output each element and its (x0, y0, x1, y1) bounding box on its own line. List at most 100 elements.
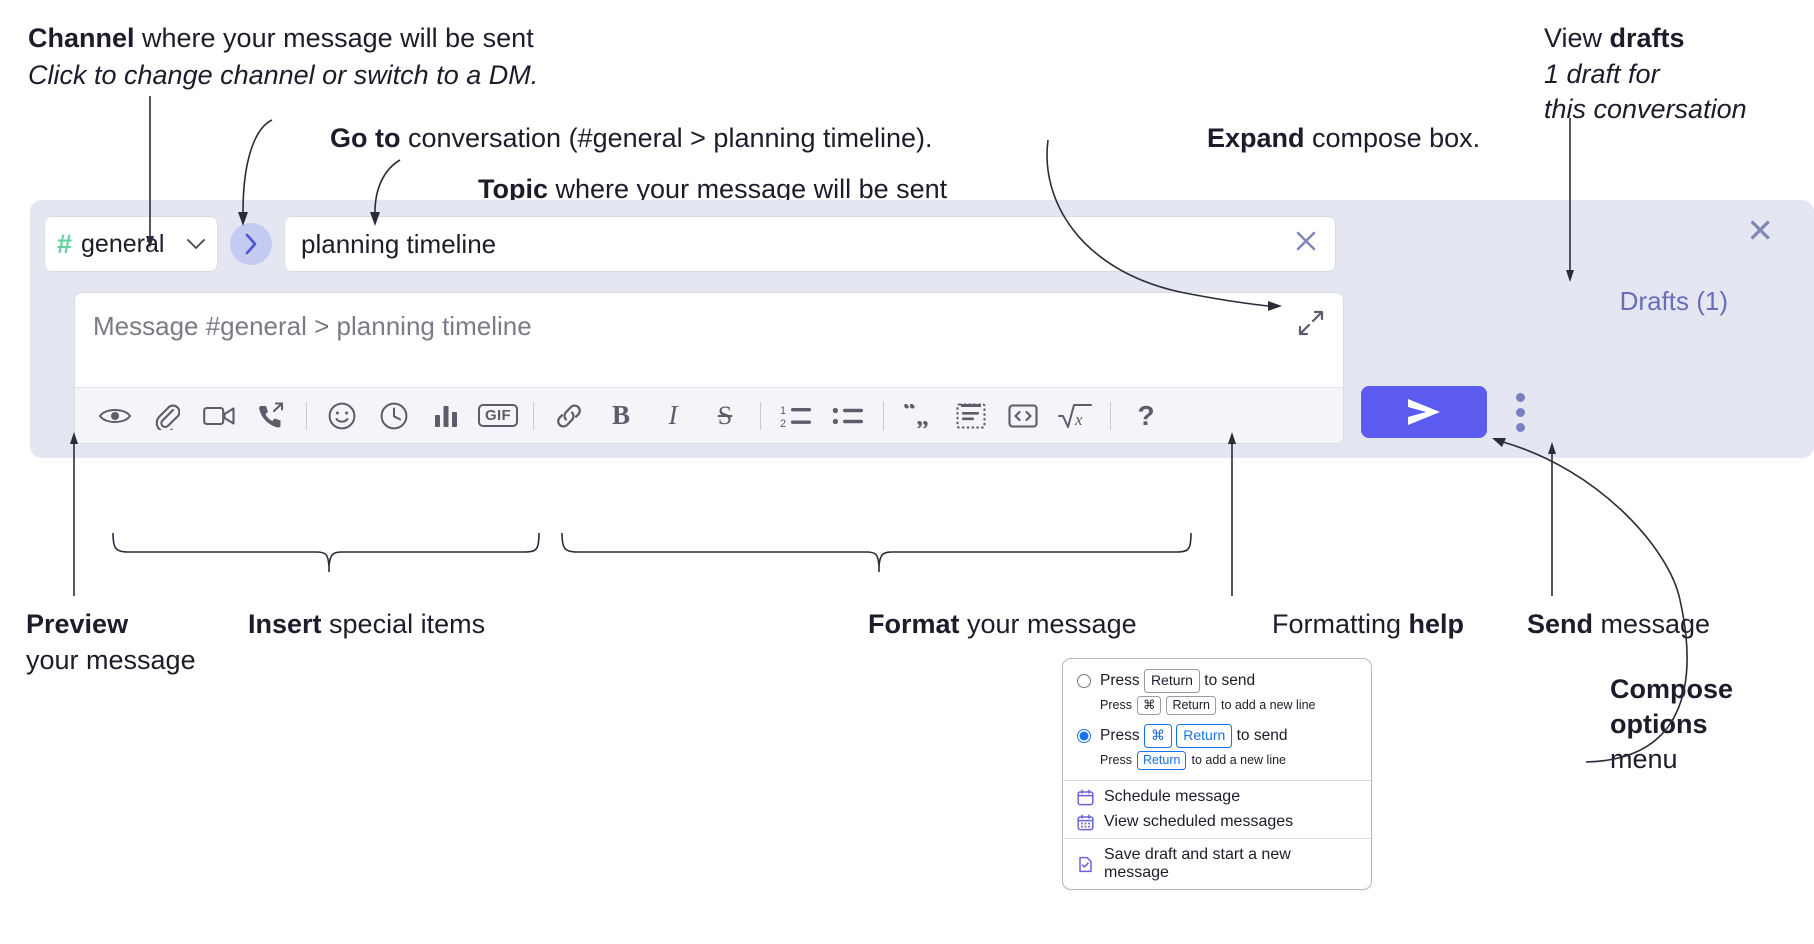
compose-header-row: # general planning timeline (44, 216, 1336, 272)
formatting-help-icon[interactable]: ? (1137, 399, 1155, 431)
emoji-icon[interactable] (316, 394, 368, 438)
divider (760, 401, 761, 430)
annotation-expand: Expand compose box. (1207, 122, 1627, 155)
gif-label: GIF (478, 404, 518, 427)
poll-icon[interactable] (420, 394, 472, 438)
expand-icon[interactable] (1297, 309, 1325, 342)
annotation-expand-rest: compose box. (1304, 123, 1481, 153)
menu-item-label: View scheduled messages (1104, 813, 1294, 831)
menu-divider (1063, 838, 1371, 840)
inline-code-icon[interactable] (997, 394, 1049, 438)
annotation-help: Formatting help (1272, 608, 1572, 641)
annotation-goto-rest: conversation (#general > planning timeli… (400, 123, 933, 153)
menu-item-view-scheduled[interactable]: View scheduled messages (1063, 813, 1371, 838)
svg-text:x: x (1074, 410, 1083, 429)
menu-item-label: Save draft and start a new message (1104, 846, 1291, 882)
annotation-goto-bold: Go to (330, 123, 401, 153)
hint-post: to add a new line (1220, 698, 1316, 713)
annotation-topic-bold: Topic (478, 174, 548, 204)
compose-options-button[interactable] (1511, 388, 1529, 436)
annotation-help-lead: Formatting (1272, 609, 1409, 639)
menu-item-label: Schedule message (1104, 788, 1241, 806)
radio-selected[interactable] (1077, 728, 1091, 743)
channel-selector[interactable]: # general (44, 216, 218, 272)
hint-post: to add a new line (1191, 753, 1286, 768)
annotation-channel-bold: Channel (28, 23, 135, 53)
bold-icon[interactable]: B (611, 400, 630, 430)
clock-icon[interactable] (368, 394, 420, 438)
svg-text:1: 1 (780, 405, 786, 417)
send-button[interactable] (1361, 386, 1487, 438)
blockquote-icon[interactable]: “„ (893, 394, 945, 438)
menu-item-schedule-message[interactable]: Schedule message (1063, 781, 1371, 813)
italic-icon[interactable]: I (668, 400, 678, 430)
divider (883, 401, 884, 430)
topic-value: planning timeline (301, 228, 497, 259)
option-cmd-pre: Press (1100, 727, 1140, 745)
chevron-right-icon (245, 233, 257, 255)
option-cmd-return-hint: Press Return to add a new line (1100, 750, 1357, 771)
annotation-send-bold: Send (1527, 609, 1594, 639)
option-cmd-post: to send (1236, 727, 1288, 745)
annotation-insert: Insert special items (248, 608, 648, 641)
go-to-conversation-button[interactable] (230, 223, 272, 265)
close-icon[interactable]: ✕ (1746, 212, 1774, 249)
send-option-cmd-return[interactable]: Press ⌘ Return to send (1077, 724, 1357, 748)
annotation-preview: Preview your message (26, 608, 256, 678)
code-block-icon[interactable] (945, 394, 997, 438)
annotation-format: Format your message (868, 608, 1268, 641)
topic-input[interactable]: planning timeline (284, 216, 1336, 272)
annotation-insert-rest: special items (321, 609, 486, 639)
svg-text:“: “ (903, 404, 916, 424)
video-icon[interactable] (193, 394, 245, 438)
huddle-icon[interactable] (245, 394, 297, 438)
bulleted-list-icon[interactable] (822, 394, 874, 438)
link-icon[interactable] (543, 394, 595, 438)
svg-text:„: „ (916, 404, 929, 428)
send-arrow-icon (1408, 399, 1440, 425)
hint-pre: Press (1100, 698, 1132, 713)
svg-text:2: 2 (780, 418, 786, 429)
attachment-icon[interactable] (141, 394, 193, 438)
message-placeholder: Message #general > planning timeline (93, 311, 532, 341)
annotation-compose-options-bold2: options (1610, 709, 1708, 740)
strikethrough-icon[interactable]: S (717, 400, 733, 430)
key-return: Return (1143, 669, 1200, 693)
chevron-down-icon (187, 234, 205, 255)
calendar-icon (1077, 789, 1094, 806)
annotation-preview-bold: Preview (26, 609, 129, 639)
annotation-drafts-bold: drafts (1609, 23, 1685, 53)
annotation-drafts-lead: View (1544, 23, 1610, 53)
dot (1515, 422, 1525, 432)
dot (1515, 392, 1525, 402)
divider (533, 401, 534, 430)
annotation-channel-sub: Click to change channel or switch to a D… (28, 60, 539, 91)
annotation-channel-rest: where your message will be sent (134, 23, 534, 53)
calendar-grid-icon (1077, 814, 1094, 831)
gif-icon[interactable]: GIF (472, 394, 524, 438)
key-return: Return (1136, 750, 1187, 771)
math-icon[interactable]: x (1049, 394, 1101, 438)
preview-icon[interactable] (89, 394, 141, 438)
clear-topic-icon[interactable] (1291, 226, 1321, 262)
radio-unselected[interactable] (1077, 673, 1091, 688)
option-cmd-return-text: Press ⌘ Return to send (1100, 724, 1287, 748)
key-cmd: ⌘ (1143, 724, 1172, 748)
message-input-area[interactable]: Message #general > planning timeline (74, 292, 1344, 444)
annotation-send-rest: message (1593, 609, 1711, 639)
menu-item-save-draft[interactable]: Save draft and start a new message (1063, 839, 1371, 889)
drafts-link[interactable]: Drafts (1) (1619, 286, 1728, 316)
annotation-send: Send message (1527, 608, 1814, 641)
annotation-compose-options-rest: menu (1610, 744, 1678, 775)
send-option-return[interactable]: Press Return to send (1077, 669, 1357, 693)
option-return-text: Press Return to send (1100, 669, 1255, 693)
divider (306, 401, 307, 430)
send-shortcut-section: Press Return to send Press ⌘ Return to a… (1063, 659, 1371, 780)
hash-icon: # (57, 228, 73, 259)
annotation-drafts: View drafts 1 draft for this conversatio… (1544, 22, 1814, 126)
compose-panel: ✕ # general planning timeline Message (30, 200, 1814, 458)
key-return: Return (1166, 695, 1216, 716)
